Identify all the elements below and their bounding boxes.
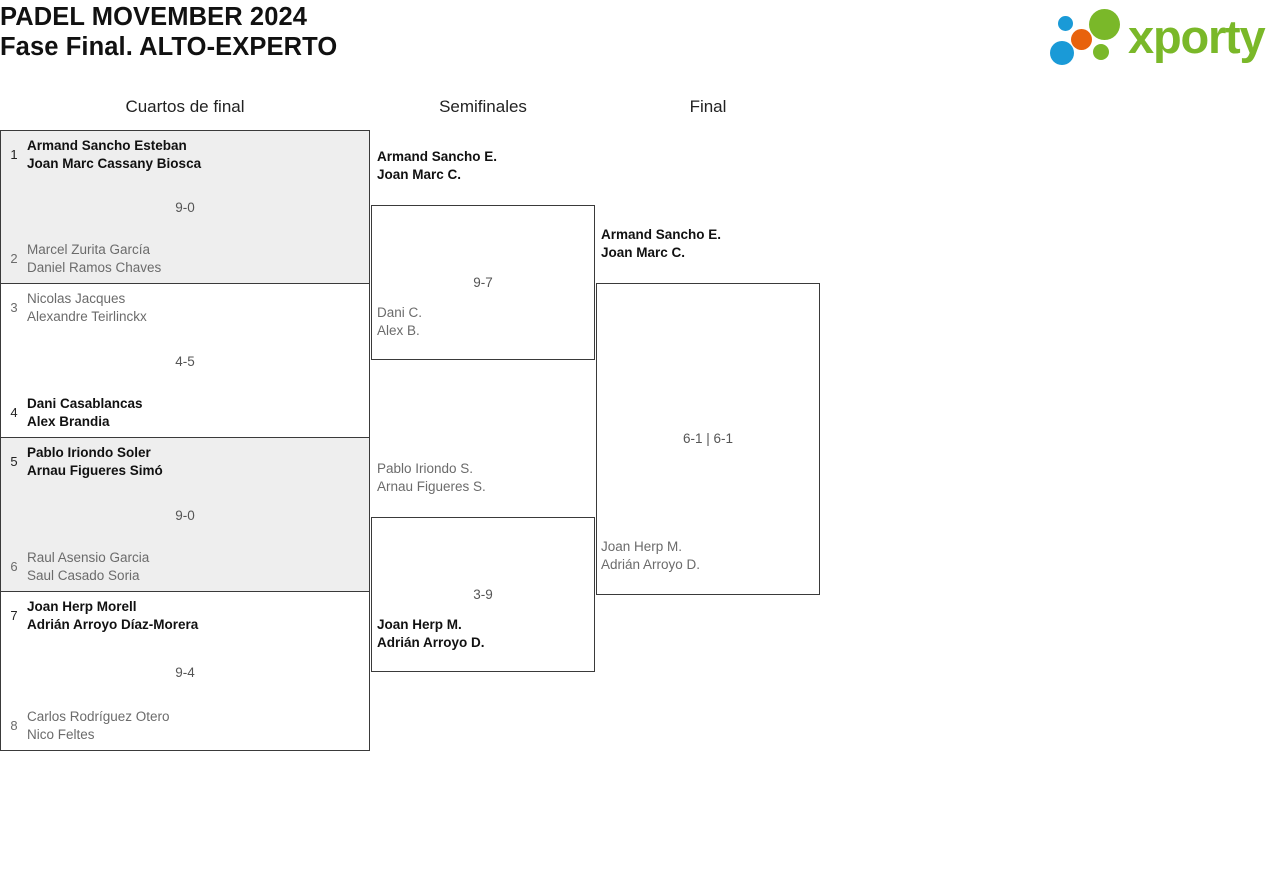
- match-score: 9-7: [473, 274, 493, 290]
- player-name: Joan Herp Morell: [27, 599, 137, 614]
- seed-number: 1: [10, 147, 18, 162]
- player-name: Pablo Iriondo Soler: [27, 445, 151, 460]
- player-name: Armand Sancho E.: [377, 149, 498, 164]
- match-team-top[interactable]: 7 Joan Herp Morell Adrián Arroyo Díaz-Mo…: [1, 598, 371, 634]
- round-heading-quarterfinals: Cuartos de final: [125, 97, 245, 116]
- team-names: Raul Asensio Garcia Saul Casado Soria: [27, 549, 149, 585]
- match-score: 6-1 | 6-1: [682, 431, 734, 446]
- team-names: Pablo Iriondo Soler Arnau Figueres Simó: [27, 444, 163, 480]
- player-name: Carlos Rodríguez Otero: [27, 709, 170, 724]
- match-team-bottom[interactable]: 8 Carlos Rodríguez Otero Nico Feltes: [1, 708, 371, 744]
- player-name: Alex Brandia: [27, 414, 110, 429]
- match-team-top[interactable]: 3 Nicolas Jacques Alexandre Teirlinckx: [1, 290, 371, 326]
- seed-number: 6: [10, 559, 18, 574]
- quarterfinal-match-1[interactable]: 1 Armand Sancho Esteban Joan Marc Cassan…: [0, 130, 370, 284]
- match-team-bottom[interactable]: 6 Raul Asensio Garcia Saul Casado Soria: [1, 549, 371, 585]
- team-names: Nicolas Jacques Alexandre Teirlinckx: [27, 290, 147, 326]
- round-heading-semifinals: Semifinales: [439, 97, 527, 116]
- player-name: Alex B.: [377, 323, 420, 338]
- final-match[interactable]: 6-1 | 6-1: [596, 283, 820, 595]
- match-team-top[interactable]: 1 Armand Sancho Esteban Joan Marc Cassan…: [1, 137, 371, 173]
- player-name: Arnau Figueres S.: [377, 479, 486, 494]
- quarterfinal-match-3[interactable]: 5 Pablo Iriondo Soler Arnau Figueres Sim…: [0, 437, 370, 592]
- player-name: Nico Feltes: [27, 727, 95, 742]
- player-name: Daniel Ramos Chaves: [27, 260, 162, 275]
- match-team-top[interactable]: 5 Pablo Iriondo Soler Arnau Figueres Sim…: [1, 444, 371, 480]
- team-names: Armand Sancho Esteban Joan Marc Cassany …: [27, 137, 201, 173]
- match-team-bottom[interactable]: 4 Dani Casablancas Alex Brandia: [1, 395, 371, 431]
- logo-dot-orange: [1071, 29, 1092, 50]
- tournament-title-block: PADEL MOVEMBER 2024 Fase Final. ALTO-EXP…: [0, 2, 337, 62]
- logo-dot-blue-large: [1050, 41, 1074, 65]
- team-names: Dani Casablancas Alex Brandia: [27, 395, 143, 431]
- logo-dot-blue-small: [1058, 16, 1073, 31]
- player-name: Alexandre Teirlinckx: [27, 309, 147, 324]
- round-heading-final: Final: [689, 97, 727, 116]
- player-name: Arnau Figueres Simó: [27, 463, 163, 478]
- match-score: 9-0: [175, 508, 195, 523]
- semifinal-2-team-top[interactable]: Pablo Iriondo S. Arnau Figueres S.: [377, 460, 486, 496]
- semifinal-1-team-top[interactable]: Armand Sancho E. Joan Marc C.: [377, 148, 497, 184]
- quarterfinal-match-2[interactable]: 3 Nicolas Jacques Alexandre Teirlinckx 4…: [0, 283, 370, 438]
- player-name: Armand Sancho Esteban: [27, 138, 187, 153]
- semifinal-2-team-bottom[interactable]: Joan Herp M. Adrián Arroyo D.: [377, 616, 485, 652]
- xporty-logo[interactable]: xporty: [1050, 6, 1274, 68]
- player-name: Joan Marc Cassany Biosca: [27, 156, 202, 171]
- player-name: Saul Casado Soria: [27, 568, 140, 583]
- player-name: Joan Marc C.: [377, 167, 462, 182]
- player-name: Raul Asensio Garcia: [27, 550, 150, 565]
- player-name: Joan Herp M.: [601, 539, 683, 554]
- seed-number: 4: [10, 405, 18, 420]
- semifinal-match-1[interactable]: 9-7: [371, 205, 595, 360]
- tournament-name: PADEL MOVEMBER 2024: [0, 3, 308, 31]
- logo-wordmark: xporty: [1128, 10, 1266, 63]
- player-name: Dani C.: [377, 305, 423, 320]
- tournament-phase: Fase Final. ALTO-EXPERTO: [0, 33, 338, 61]
- player-name: Adrián Arroyo Díaz-Morera: [27, 617, 199, 632]
- player-name: Adrián Arroyo D.: [601, 557, 701, 572]
- match-score: 9-4: [175, 665, 195, 680]
- player-name: Dani Casablancas: [27, 396, 143, 411]
- semifinal-match-2[interactable]: 3-9: [371, 517, 595, 672]
- team-names: Carlos Rodríguez Otero Nico Feltes: [27, 708, 170, 744]
- match-score: 9-0: [175, 200, 195, 215]
- final-team-top[interactable]: Armand Sancho E. Joan Marc C.: [601, 226, 721, 262]
- player-name: Nicolas Jacques: [27, 291, 126, 306]
- player-name: Joan Marc C.: [601, 245, 686, 260]
- seed-number: 5: [10, 454, 18, 469]
- page-header: PADEL MOVEMBER 2024 Fase Final. ALTO-EXP…: [0, 0, 1280, 72]
- player-name: Marcel Zurita García: [27, 242, 151, 257]
- seed-number: 7: [10, 608, 18, 623]
- player-name: Joan Herp M.: [377, 617, 462, 632]
- logo-dot-green-large: [1089, 9, 1120, 40]
- player-name: Pablo Iriondo S.: [377, 461, 474, 476]
- logo-dot-green-small: [1093, 44, 1109, 60]
- seed-number: 8: [10, 718, 18, 733]
- semifinal-1-team-bottom[interactable]: Dani C. Alex B.: [377, 304, 422, 340]
- seed-number: 3: [10, 300, 18, 315]
- quarterfinal-match-4[interactable]: 7 Joan Herp Morell Adrián Arroyo Díaz-Mo…: [0, 591, 370, 751]
- player-name: Adrián Arroyo D.: [377, 635, 485, 650]
- match-team-bottom[interactable]: 2 Marcel Zurita García Daniel Ramos Chav…: [1, 241, 371, 277]
- player-name: Armand Sancho E.: [601, 227, 722, 242]
- team-names: Marcel Zurita García Daniel Ramos Chaves: [27, 241, 161, 277]
- final-team-bottom[interactable]: Joan Herp M. Adrián Arroyo D.: [601, 538, 700, 574]
- match-score: 3-9: [473, 586, 493, 602]
- seed-number: 2: [10, 251, 18, 266]
- team-names: Joan Herp Morell Adrián Arroyo Díaz-More…: [27, 598, 198, 634]
- match-score: 4-5: [175, 354, 195, 369]
- logo-dots-icon: [1050, 8, 1128, 66]
